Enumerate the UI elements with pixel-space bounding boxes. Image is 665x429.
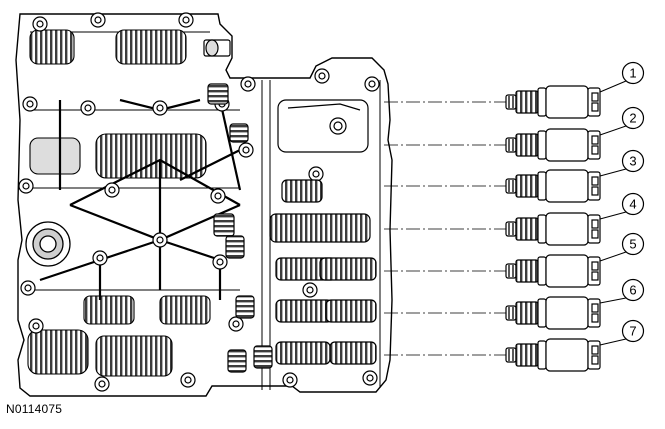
bore-2 — [115, 29, 187, 65]
callout-number: 6 — [629, 283, 636, 298]
callout-number: 4 — [629, 197, 636, 212]
callout-7: 7 — [599, 319, 645, 346]
callout-5: 5 — [599, 232, 645, 262]
right-section — [207, 83, 377, 373]
solenoid-7 — [505, 338, 601, 372]
filter-block — [277, 99, 369, 153]
leader-lines — [384, 101, 506, 356]
callout-6: 6 — [599, 278, 645, 304]
callout-number: 3 — [629, 154, 636, 169]
left-bores — [27, 29, 211, 377]
bore-6 — [95, 335, 173, 377]
callout-3: 3 — [599, 149, 645, 177]
solenoids — [505, 85, 601, 372]
solenoid-5 — [505, 254, 601, 288]
figure-reference-code: N0114075 — [6, 402, 63, 416]
solenoid-6 — [505, 296, 601, 330]
bore-5 — [27, 329, 89, 375]
solenoid-3 — [505, 169, 601, 203]
bore-1 — [29, 29, 75, 65]
callout-number: 2 — [629, 111, 636, 126]
rib-frame — [39, 98, 242, 300]
callout-4: 4 — [599, 192, 645, 220]
callout-1: 1 — [599, 61, 645, 93]
callout-number: 5 — [629, 237, 636, 252]
bolt-bosses — [18, 12, 380, 392]
bore-3 — [29, 137, 81, 175]
bore-7 — [83, 295, 135, 325]
callout-number: 7 — [629, 324, 636, 339]
callouts: 1 2 3 4 5 6 7 — [599, 61, 645, 346]
callout-2: 2 — [599, 106, 645, 136]
bore-4 — [95, 133, 207, 179]
solenoid-1 — [505, 85, 601, 119]
callout-number: 1 — [629, 66, 636, 81]
round-port — [25, 221, 71, 267]
bore-8 — [159, 295, 211, 325]
solenoid-2 — [505, 128, 601, 162]
upper-port — [203, 39, 231, 57]
solenoid-4 — [505, 212, 601, 246]
